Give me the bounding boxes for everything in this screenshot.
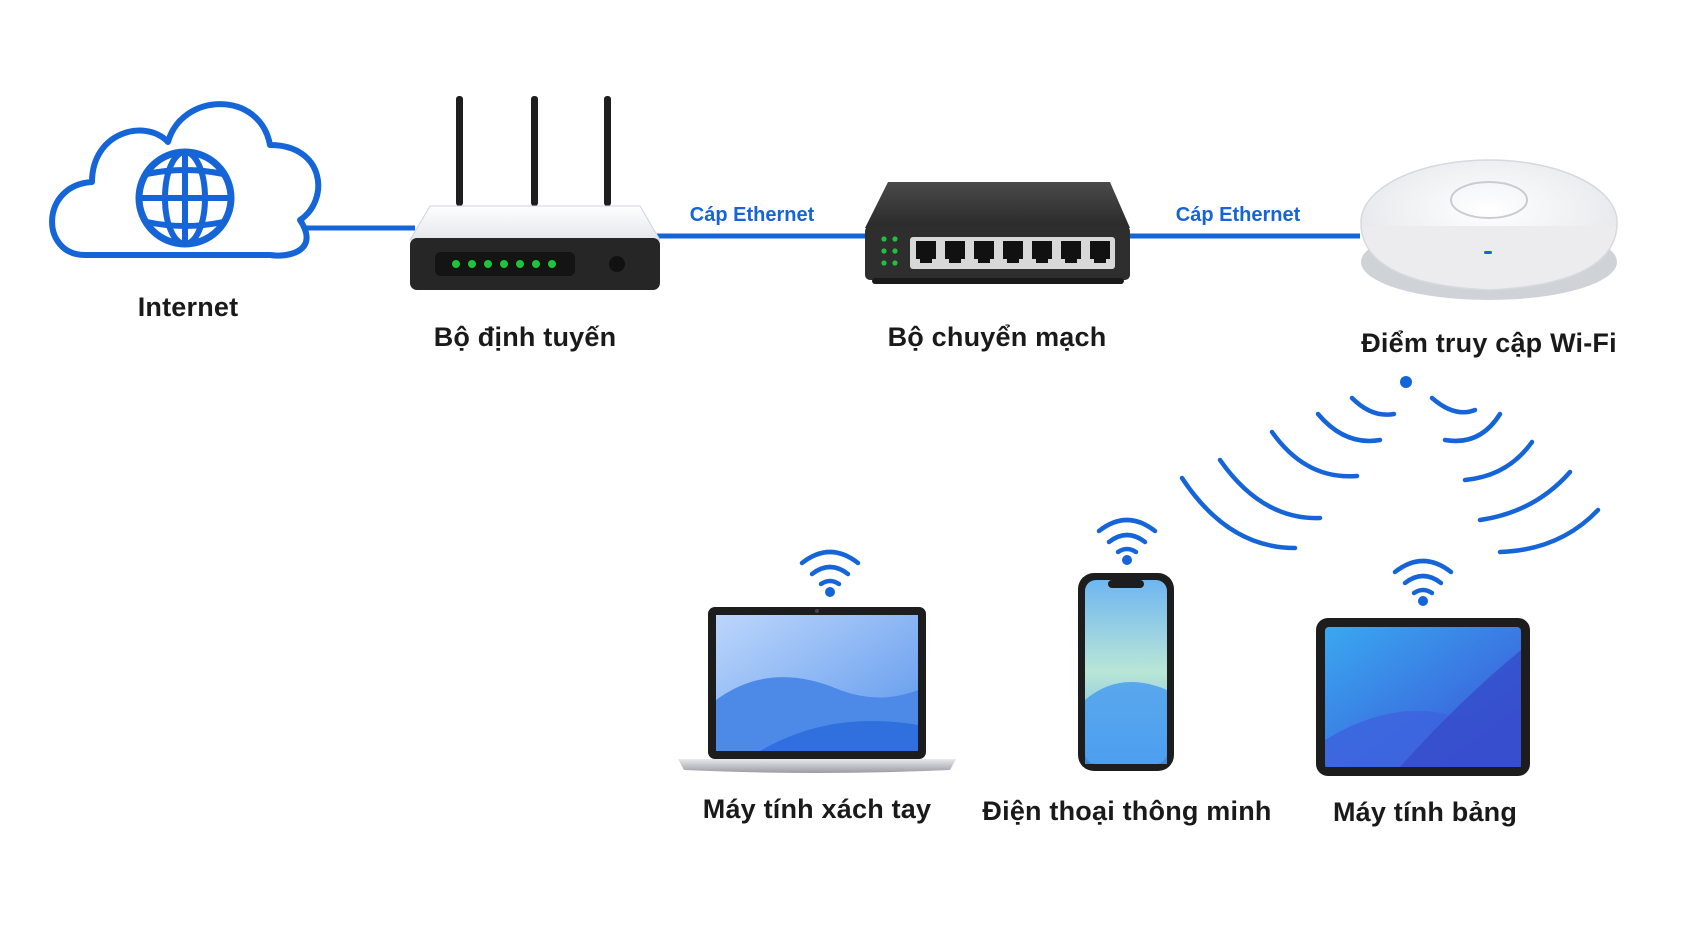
switch-icon bbox=[865, 182, 1130, 284]
wifi-signal-icon bbox=[1096, 517, 1158, 565]
wifi-signal-icon bbox=[799, 549, 861, 597]
wifi-broadcast-arcs bbox=[1179, 376, 1601, 555]
tablet-label: Máy tính bảng bbox=[1332, 797, 1518, 827]
cable-label-router-switch: Cáp Ethernet bbox=[689, 204, 815, 226]
cloud-globe-icon bbox=[49, 101, 322, 259]
smartphone-icon bbox=[1078, 573, 1174, 771]
access-point-icon bbox=[1360, 159, 1618, 300]
connection-lines bbox=[300, 225, 1360, 239]
router-label: Bộ định tuyến bbox=[433, 322, 617, 352]
router-icon bbox=[409, 96, 661, 290]
laptop-label: Máy tính xách tay bbox=[702, 794, 932, 824]
cable-label-switch-ap: Cáp Ethernet bbox=[1175, 204, 1301, 226]
tablet-icon bbox=[1316, 618, 1530, 776]
access-point-label: Điểm truy cập Wi-Fi bbox=[1361, 328, 1617, 358]
laptop-icon bbox=[678, 607, 956, 773]
wifi-signal-icon bbox=[1392, 558, 1454, 606]
smartphone-label: Điện thoại thông minh bbox=[982, 796, 1272, 826]
internet-label: Internet bbox=[137, 292, 239, 322]
switch-label: Bộ chuyển mạch bbox=[887, 322, 1107, 352]
